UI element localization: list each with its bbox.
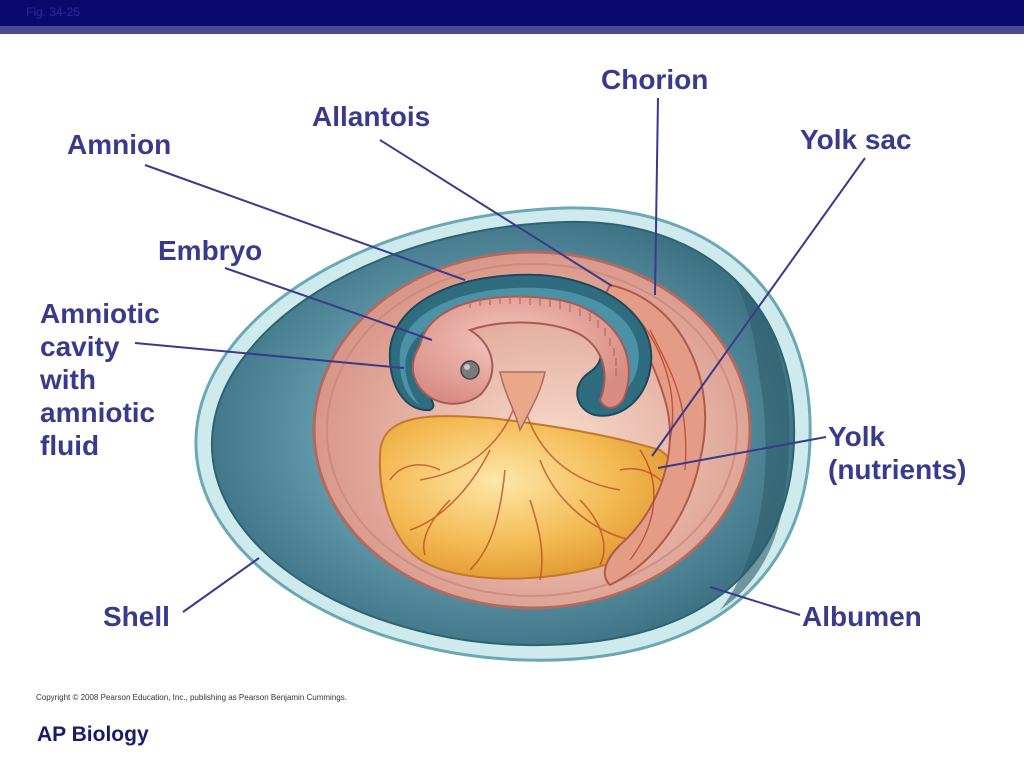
label-amniotic-line5: fluid [40, 430, 100, 461]
leader-embryo [224, 267, 433, 341]
label-amniotic-line4: amniotic [40, 397, 156, 428]
label-shell: Shell [103, 601, 170, 632]
leader-chorion [654, 97, 659, 296]
header-bar: Fig. 34-25 [0, 0, 1024, 34]
yolk-stalk [499, 371, 546, 433]
label-yolk-line2: (nutrients) [828, 454, 967, 485]
label-allantois: Allantois [312, 101, 431, 132]
label-amniotic-line1: Amniotic [40, 298, 160, 329]
label-amniotic-cavity: Amniotic cavity with amniotic fluid [40, 297, 160, 462]
label-embryo: Embryo [158, 235, 263, 266]
embryo [412, 295, 630, 409]
leader-amnion [144, 164, 466, 281]
leader-shell [182, 557, 260, 613]
label-amniotic-line3: with [40, 364, 96, 395]
leader-yolk [657, 436, 827, 469]
leader-lines [134, 97, 866, 616]
label-amniotic-line2: cavity [40, 331, 120, 362]
air-space [720, 280, 790, 610]
label-amnion: Amnion [67, 129, 172, 160]
embryo-somites [469, 296, 617, 376]
label-albumen: Albumen [802, 601, 922, 632]
embryo-eye [460, 360, 480, 380]
copyright-notice: Copyright © 2008 Pearson Education, Inc.… [36, 693, 347, 702]
course-title: AP Biology [37, 723, 149, 746]
label-chorion: Chorion [601, 64, 709, 95]
label-yolk-line1: Yolk [828, 421, 886, 452]
leader-amniotic [134, 342, 405, 369]
leader-yolk-sac [651, 157, 866, 457]
label-yolk: Yolk (nutrients) [828, 420, 966, 486]
leader-albumen [709, 586, 801, 616]
leader-allantois [379, 139, 613, 287]
label-yolk-sac: Yolk sac [800, 124, 912, 155]
figure-reference: Fig. 34-25 [26, 5, 81, 19]
